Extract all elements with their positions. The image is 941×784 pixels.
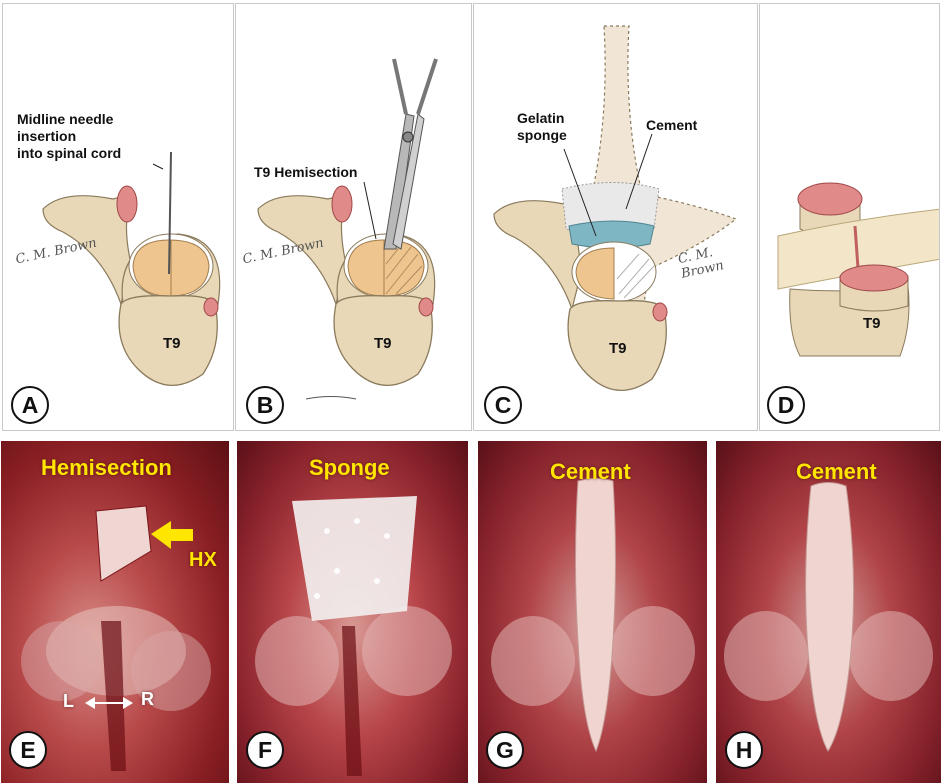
- surgical-photo: [724, 482, 933, 752]
- right-label: R: [141, 689, 154, 709]
- panel-c: Gelatin sponge Cement T9 C. M. Brown C: [473, 3, 758, 431]
- photo-title: Sponge: [309, 455, 390, 480]
- panel-letter-b: B: [246, 386, 284, 424]
- vertebra-label: T9: [863, 315, 881, 332]
- vertebra-label: T9: [374, 335, 392, 352]
- panel-d: T9 D: [759, 3, 940, 431]
- vertebra-label: T9: [609, 340, 627, 357]
- callout-gelatin-sponge: Gelatin sponge: [517, 110, 567, 143]
- left-label: L: [63, 691, 74, 711]
- photo-title: Hemisection: [41, 455, 172, 480]
- surgical-photo: [255, 496, 452, 776]
- panel-letter-f: F: [246, 731, 284, 769]
- panel-b: T9 Hemisection T9 C. M. Brown B: [235, 3, 472, 431]
- photo-title: Cement: [796, 459, 877, 484]
- vertebra-illustration: [42, 151, 221, 387]
- callout-cement: Cement: [646, 117, 698, 133]
- callout-hemisection: T9 Hemisection: [254, 164, 358, 180]
- hemisection-illustration: [257, 58, 438, 400]
- hx-label: HX: [189, 549, 217, 571]
- lateral-view-illustration: [777, 182, 939, 357]
- panel-g: Cement G: [478, 441, 707, 783]
- panel-f: Sponge F: [237, 441, 468, 783]
- panel-letter-d: D: [767, 386, 805, 424]
- callout-needle: Midline needle insertion into spinal cor…: [17, 111, 122, 161]
- surgical-photo: [491, 478, 695, 753]
- surgical-photo: [21, 505, 211, 771]
- panel-letter-g: G: [486, 731, 524, 769]
- panel-letter-h: H: [725, 731, 763, 769]
- vertebra-label: T9: [163, 335, 181, 352]
- panel-letter-c: C: [484, 386, 522, 424]
- panel-letter-e: E: [9, 731, 47, 769]
- panel-e: Hemisection HX L R E: [1, 441, 229, 783]
- panel-h: Cement H: [716, 441, 941, 783]
- repair-illustration: [493, 25, 738, 392]
- panel-letter-a: A: [11, 386, 49, 424]
- panel-a: Midline needle insertion into spinal cor…: [2, 3, 234, 431]
- photo-title: Cement: [550, 459, 631, 484]
